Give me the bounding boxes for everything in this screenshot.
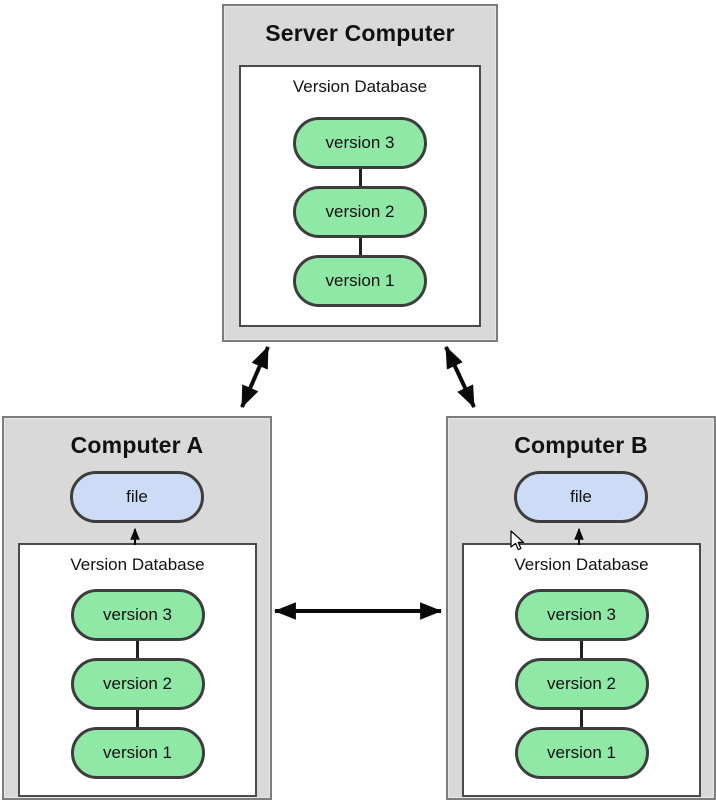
file-pill: file (70, 471, 204, 523)
version-link-line (358, 238, 362, 255)
version-link-line (136, 641, 139, 658)
computer-a-version-database-box: Version Database version 3 version 2 ver… (18, 543, 257, 797)
server-version-database-label: Version Database (292, 77, 428, 96)
version-pill: version 2 (293, 186, 427, 238)
version-pill: version 1 (70, 727, 205, 779)
computer-b-version-database-label: Version Database (514, 555, 649, 574)
version-link-line (136, 710, 139, 727)
computer-a-title: Computer A (70, 432, 204, 458)
version-pill: version 1 (293, 255, 427, 307)
computer-b-version-database-box: Version Database version 3 version 2 ver… (462, 543, 701, 797)
version-link-line (580, 641, 583, 658)
version-link-line (358, 169, 362, 186)
server-computer-box: Server Computer Version Database version… (222, 4, 498, 342)
computer-b-title: Computer B (514, 432, 648, 458)
version-pill: version 3 (293, 117, 427, 169)
computer-b-box: Computer B file Version Database version… (446, 416, 716, 800)
version-pill: version 1 (514, 727, 649, 779)
computer-a-version-database-label: Version Database (70, 555, 205, 574)
server-version-stack: version 3 version 2 version 1 (241, 117, 479, 307)
computer-a-version-stack: version 3 version 2 version 1 (20, 589, 255, 779)
version-pill: version 2 (514, 658, 649, 710)
version-pill: version 3 (514, 589, 649, 641)
computer-a-box: Computer A file Version Database version… (2, 416, 272, 800)
version-pill: version 2 (70, 658, 205, 710)
server-computer-title: Server Computer (265, 20, 455, 46)
computer-b-version-stack: version 3 version 2 version 1 (464, 589, 699, 779)
server-computer-b-sync-arrow (444, 346, 476, 408)
version-link-line (580, 710, 583, 727)
server-computer-a-sync-arrow (240, 345, 270, 409)
version-pill: version 3 (70, 589, 205, 641)
server-version-database-box: Version Database version 3 version 2 ver… (239, 65, 481, 327)
file-pill: file (514, 471, 648, 523)
